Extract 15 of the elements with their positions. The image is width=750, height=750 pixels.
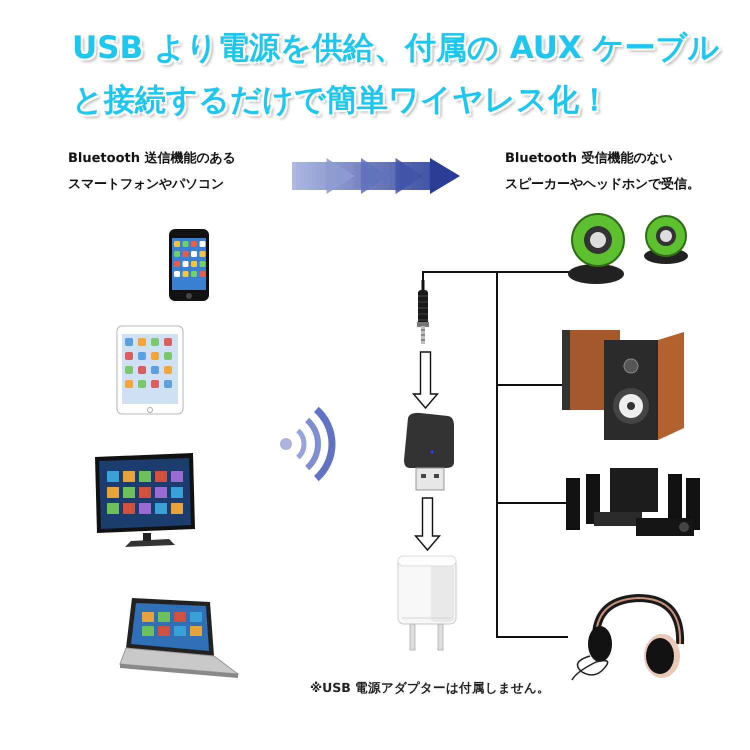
caption-text: Bluetooth 送信機能のある (68, 150, 237, 168)
title: USB より電源を供給、付属の AUX ケーブルと接続するだけで簡単ワイヤレス化！ (72, 29, 721, 120)
tablet-drawing (116, 325, 184, 415)
power-adapter-drawing (396, 554, 458, 652)
hollow-arrow (412, 351, 440, 410)
home-theater-drawing (566, 468, 702, 538)
caption-text: Bluetooth 受信機能のない (505, 150, 674, 168)
audio-cable (422, 271, 568, 638)
note-text: ※USB 電源アダプターは付属しません。 (310, 680, 550, 697)
smartphone-drawing (168, 228, 210, 302)
flow-arrow (292, 158, 460, 194)
hollow-arrow (414, 497, 442, 552)
caption-text: スピーカーやヘッドホンで受信。 (505, 176, 701, 194)
bookshelf-speakers-drawing (560, 328, 686, 442)
caption-text: スマートフォンやパソコン (68, 176, 225, 194)
